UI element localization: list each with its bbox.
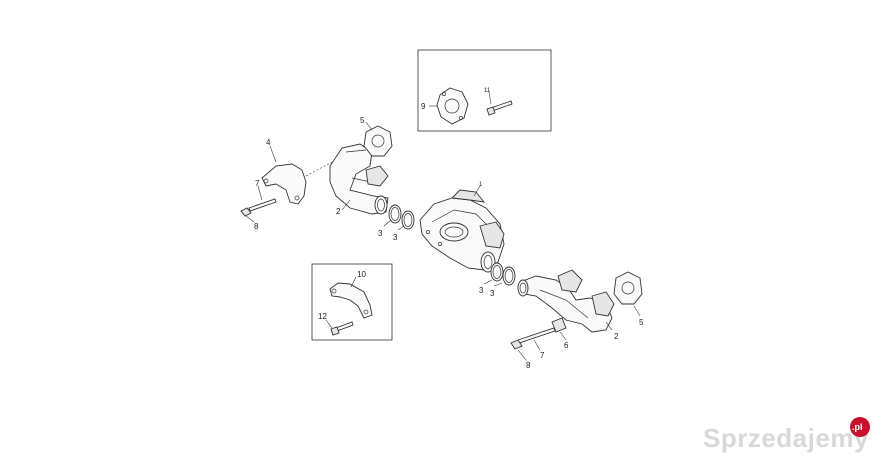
watermark: Sprzedajemy .pl	[703, 417, 870, 453]
callout-11: 11	[484, 88, 491, 94]
bracket-part-4	[261, 163, 307, 205]
elbow-pipe-part-2-right	[517, 269, 615, 333]
callout-8-right: 8	[526, 361, 531, 370]
callout-9: 9	[421, 102, 426, 111]
callout-5-left: 5	[360, 116, 365, 125]
callout-7-left: 7	[255, 179, 260, 188]
inset-gasket-bolt: 9 11	[417, 49, 552, 132]
bolt-part-12	[330, 321, 354, 336]
watermark-badge-text: .pl	[852, 422, 863, 432]
assembly-line-bracket	[305, 159, 337, 177]
bracket-part-10	[329, 282, 373, 319]
o-ring-part-3-a	[388, 204, 402, 224]
callout-3-d: 3	[490, 289, 495, 298]
callout-8-left: 8	[254, 222, 259, 231]
watermark-badge	[850, 417, 870, 437]
callout-3-c: 3	[479, 286, 484, 295]
watermark-brand: Sprzedajemy	[703, 423, 869, 453]
inset-bracket-bolt: 10 12	[311, 263, 393, 341]
callout-12: 12	[318, 312, 327, 321]
manifold-housing-part-1	[419, 189, 505, 273]
flange-gasket-part-5-right	[613, 271, 643, 305]
inset-frame-bottom	[311, 263, 393, 341]
callout-5-right: 5	[639, 318, 644, 327]
callout-2-left: 2	[336, 207, 341, 216]
callout-4: 4	[266, 138, 271, 147]
inset-frame-top	[417, 49, 552, 132]
callout-3-b: 3	[393, 233, 398, 242]
callout-2-right: 2	[614, 332, 619, 341]
nut-part-8-left	[240, 207, 252, 217]
callout-7-right: 7	[540, 351, 545, 360]
callout-1: 1	[479, 182, 483, 188]
stud-part-7-left	[248, 198, 277, 212]
gasket-part-9	[436, 87, 469, 125]
o-ring-part-3-d	[502, 266, 516, 286]
o-ring-part-3-c	[490, 262, 504, 282]
flange-gasket-part-5-left	[363, 125, 393, 157]
bolt-part-11	[486, 100, 513, 116]
nut-part-8-right	[510, 339, 523, 350]
callout-10: 10	[357, 270, 366, 279]
callout-3-a: 3	[378, 229, 383, 238]
callout-6: 6	[564, 341, 569, 350]
stud-part-7-right	[517, 327, 556, 344]
o-ring-part-3-b	[401, 210, 415, 230]
